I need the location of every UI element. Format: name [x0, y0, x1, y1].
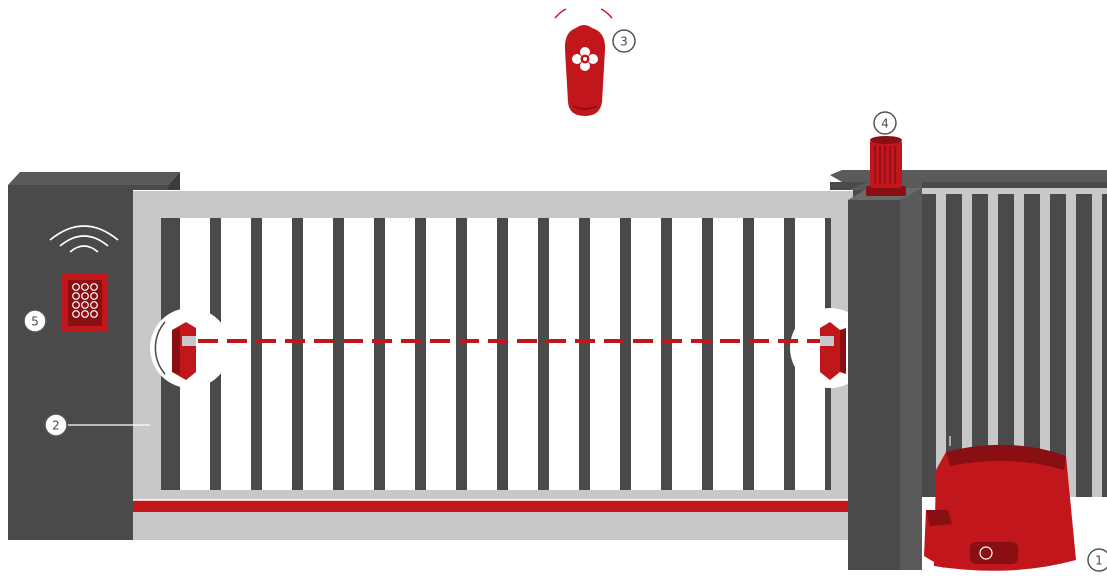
- callout-number-remote: 3: [620, 35, 628, 49]
- keypad-unit: [49, 225, 119, 332]
- photocell-left: [150, 308, 230, 388]
- callout-badge-gate: 2: [44, 413, 68, 437]
- sliding-gate: [133, 190, 853, 540]
- gate-motor-icon: [924, 436, 1076, 571]
- callout-number-motor: 1: [1095, 554, 1103, 568]
- keypad-icon: [62, 274, 108, 332]
- gate-motor: [924, 436, 1076, 571]
- wireless-signal-icon: [49, 225, 119, 253]
- callout-badge-keypad: 5: [23, 309, 47, 333]
- callout-badge-remote: 3: [612, 29, 636, 53]
- remote-control-icon: [564, 25, 606, 116]
- callout-number-beacon: 4: [881, 117, 889, 131]
- gate-rail: [133, 500, 853, 512]
- callout-badge-beacon: 4: [873, 111, 897, 135]
- warning-light: [866, 136, 906, 196]
- photocell-icon: [820, 322, 846, 380]
- remote-control: [554, 8, 613, 116]
- gate-post: [848, 182, 922, 570]
- callout-badge-motor: 1: [1087, 548, 1107, 572]
- photocell-icon: [172, 322, 196, 380]
- callout-number-keypad: 5: [31, 315, 39, 329]
- callout-number-gate: 2: [52, 419, 60, 433]
- warning-light-icon: [866, 136, 906, 196]
